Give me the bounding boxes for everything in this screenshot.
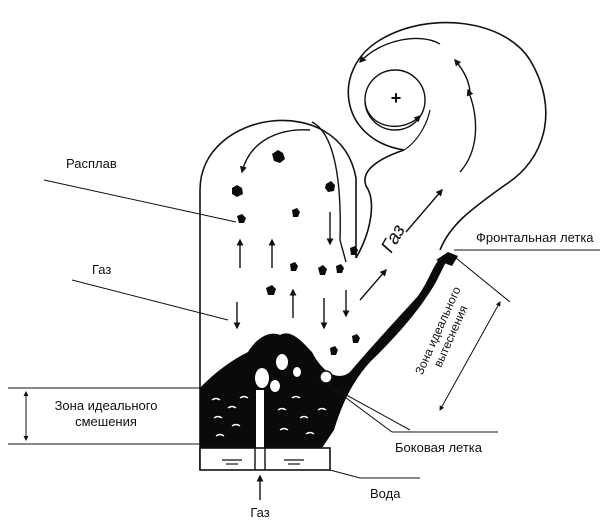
gas-leader-line [72, 280, 228, 320]
melt-void [270, 380, 280, 392]
mixing-zone-line1: Зона идеального [36, 398, 176, 414]
melt-void [255, 368, 269, 388]
gas-channel-arrow [360, 270, 386, 300]
water-label: Вода [370, 486, 400, 502]
melt-bath [200, 258, 446, 448]
melt-label: Расплав [66, 156, 117, 172]
gas-label-left: Газ [92, 262, 111, 278]
side-taphole-opening [320, 371, 332, 383]
mixing-zone-line2: смешения [36, 414, 176, 430]
dome-swirl-arrow-left [242, 130, 310, 172]
cyclone-chamber-outline [348, 23, 546, 250]
front-taphole-label: Фронтальная летка [476, 230, 594, 246]
channel-upper-wall [404, 110, 430, 150]
water-leader [330, 470, 360, 478]
plus-sign: + [386, 88, 406, 109]
cyclone-upper-arrow [455, 60, 470, 94]
cyclone-outer-arrow [360, 38, 440, 62]
melt-leader-line [44, 180, 236, 222]
cyclone-right-arrow [460, 90, 476, 172]
dome-swirl-arrow-right [312, 122, 346, 262]
melt-void [293, 367, 301, 377]
melt-droplets [232, 150, 360, 355]
mixing-zone-label: Зона идеального смешения [36, 398, 176, 429]
gas-bottom-label: Газ [246, 505, 274, 521]
displacement-zone-line [330, 386, 410, 430]
melt-void [276, 354, 288, 370]
side-taphole-label: Боковая летка [395, 440, 482, 456]
